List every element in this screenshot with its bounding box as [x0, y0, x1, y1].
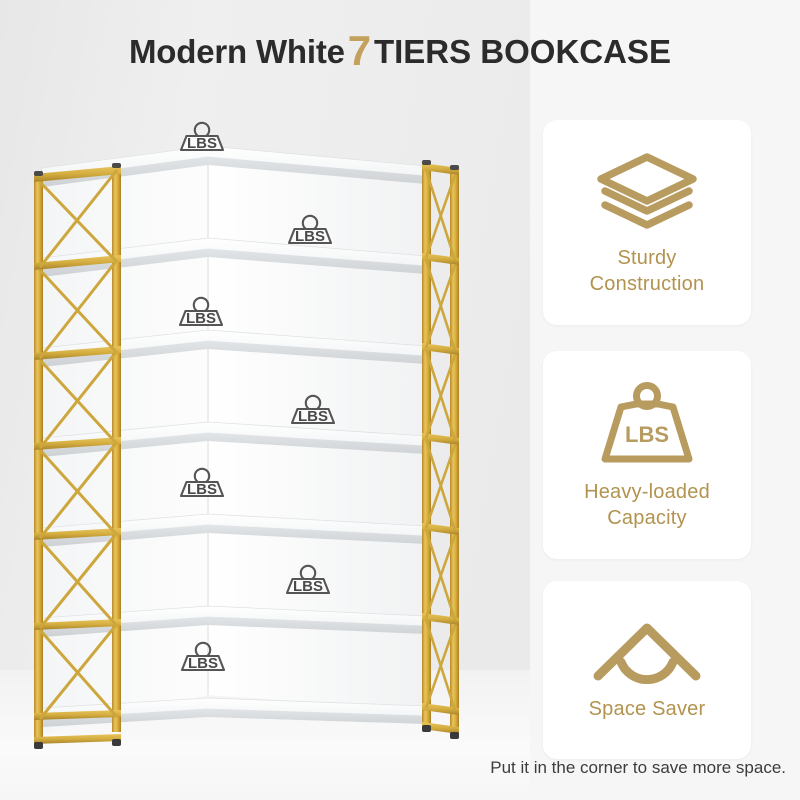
- lbs-badge-label: LBS: [187, 135, 217, 152]
- lbs-icon-text: LBS: [625, 422, 669, 447]
- title-lead-text: Modern White: [129, 33, 345, 70]
- frame-rail: [34, 619, 121, 630]
- feature-label-line2: Capacity: [607, 507, 687, 529]
- frame-foot: [422, 725, 431, 732]
- lbs-badge-label: LBS: [295, 228, 325, 245]
- space-saver-corner-icon: [588, 618, 706, 684]
- title-tail-text: TIERS BOOKCASE: [373, 33, 671, 70]
- footer-caption: Put it in the corner to save more space.: [490, 758, 786, 777]
- frame-rail-top: [34, 166, 121, 182]
- frame-rail: [34, 437, 121, 450]
- frame-rail-bottom: [422, 722, 459, 734]
- frame-rail: [34, 255, 121, 270]
- frame-foot: [34, 742, 43, 749]
- feature-label-line1: Sturdy: [617, 246, 677, 269]
- lbs-badge-tier-6: LBS: [285, 564, 331, 595]
- frame-rail: [34, 710, 121, 720]
- feature-card-heavy-loaded-capacity[interactable]: LBS Heavy-loaded Capacity: [543, 351, 751, 559]
- page-title: Modern White7TIERS BOOKCASE: [0, 28, 800, 75]
- lbs-badge-label: LBS: [187, 481, 217, 498]
- frame-rail-bottom: [34, 734, 121, 744]
- frame-rail: [422, 703, 459, 715]
- title-tier-number: 7: [347, 27, 371, 74]
- frame-foot: [112, 739, 121, 746]
- page-header: Modern White7TIERS BOOKCASE: [0, 28, 800, 75]
- feature-card-sturdy-construction[interactable]: Sturdy Construction: [543, 120, 751, 325]
- right-side-frame: [422, 160, 459, 739]
- x-brace-group: [424, 169, 457, 711]
- frame-rail-top: [422, 163, 459, 175]
- lbs-badge-tier-2: LBS: [287, 214, 333, 245]
- frame-cap: [422, 160, 431, 165]
- lbs-badge-label: LBS: [298, 408, 328, 425]
- frame-rail: [422, 343, 459, 355]
- lbs-badge-tier-4: LBS: [290, 394, 336, 425]
- lbs-badge-tier-5: LBS: [179, 467, 225, 498]
- frame-rail: [422, 613, 459, 625]
- lbs-weight-icon: LBS: [595, 379, 699, 467]
- frame-cap: [34, 171, 43, 176]
- feature-label-line2: Construction: [589, 272, 705, 295]
- x-brace: [38, 169, 119, 268]
- lbs-badge-label: LBS: [188, 655, 218, 672]
- feature-card-label: Sturdy Construction: [590, 245, 705, 297]
- frame-rail: [422, 253, 459, 265]
- frame-cap: [450, 165, 459, 170]
- bookcase-illustration: LBS: [34, 121, 459, 749]
- lbs-badge-tier-1: LBS: [179, 121, 225, 152]
- frame-rail: [34, 528, 121, 540]
- lbs-badge-tier-3: LBS: [178, 296, 224, 327]
- frame-upright-front: [34, 174, 43, 744]
- feature-label-line1: Space Saver: [588, 698, 706, 720]
- shelf-front-edge: [42, 709, 426, 727]
- feature-card-label: Heavy-loaded Capacity: [584, 479, 710, 531]
- x-brace-group: [38, 169, 119, 720]
- frame-rail: [422, 523, 459, 535]
- feature-label-line1: Heavy-loaded: [584, 481, 710, 503]
- shelf-capacity-badges: LBS LBS LBS LBS LBS LBS LBS: [178, 121, 336, 672]
- frame-upright-rear: [112, 166, 121, 732]
- feature-card-list: Sturdy Construction LBS Heavy-loaded Cap…: [543, 120, 751, 759]
- frame-cap: [112, 163, 121, 168]
- frame-rail: [34, 346, 121, 360]
- stacked-layers-icon: [591, 149, 703, 233]
- feature-card-space-saver[interactable]: Space Saver: [543, 581, 751, 759]
- lbs-badge-label: LBS: [186, 310, 216, 327]
- frame-upright-front: [450, 168, 459, 735]
- frame-foot: [450, 732, 459, 739]
- lbs-badge-label: LBS: [293, 578, 323, 595]
- feature-card-label: Space Saver: [589, 696, 706, 722]
- left-side-frame: [34, 163, 121, 749]
- lbs-badge-tier-7: LBS: [180, 641, 226, 672]
- frame-rail: [422, 433, 459, 445]
